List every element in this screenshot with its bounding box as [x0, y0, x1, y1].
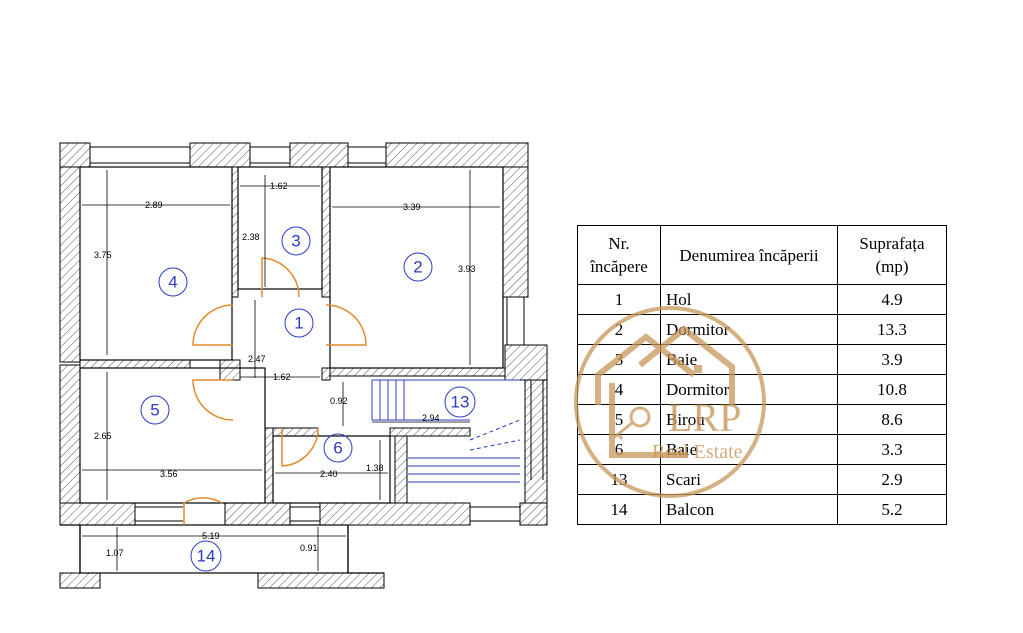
dim-balcony-right: 0.91 [300, 543, 318, 553]
dim-r4-width: 2.89 [145, 200, 163, 210]
dim-hall-small: 0.92 [330, 396, 348, 406]
window-icon [694, 365, 702, 373]
stairs [371, 379, 521, 483]
cell-name: Dormitor [660, 374, 838, 405]
doors [183, 257, 367, 525]
cell-area: 2.9 [837, 464, 947, 495]
dimension-labels: 2.89 3.75 1.62 2.38 3.39 3.93 2.47 1.62 … [94, 181, 476, 558]
cell-nr: 5 [577, 404, 661, 435]
dimension-lines [82, 170, 500, 571]
header-nr: Nr. încăpere [577, 225, 661, 285]
cell-area: 5.2 [837, 494, 947, 525]
room-3-label: 3 [291, 232, 300, 251]
room-2-label: 2 [413, 258, 422, 277]
room-4-label: 4 [168, 273, 177, 292]
dim-r6-width: 2.40 [320, 469, 338, 479]
dim-stairs-width: 2.94 [422, 413, 440, 423]
house-icon [595, 325, 735, 458]
dim-r6-height: 1.38 [366, 463, 384, 473]
room-outlines [60, 166, 504, 574]
room-14-label: 14 [197, 547, 216, 566]
room-5-label: 5 [150, 401, 159, 420]
dim-balcony-width: 5.19 [202, 531, 220, 541]
header-name: Denumirea încăperii [660, 225, 838, 285]
windows [90, 146, 544, 522]
cell-area: 10.8 [837, 374, 947, 405]
key-icon [611, 406, 651, 441]
header-area-line2: (mp) [875, 257, 909, 276]
cell-area: 4.9 [837, 284, 947, 315]
cell-area: 13.3 [837, 314, 947, 345]
dim-balcony-left: 1.07 [106, 548, 124, 558]
room-number-labels: 1 2 3 4 5 6 13 14 [150, 232, 469, 566]
dim-hall-height: 2.47 [248, 354, 266, 364]
dim-r2-width: 3.39 [403, 202, 421, 212]
cell-name: Balcon [660, 494, 838, 525]
room-6-label: 6 [333, 439, 342, 458]
cell-area: 3.9 [837, 344, 947, 375]
floor-plan: 2.89 3.75 1.62 2.38 3.39 3.93 2.47 1.62 … [59, 142, 548, 589]
watermark-tagline: Real Estate [652, 441, 743, 463]
watermark-initials: LRP [668, 395, 741, 440]
dim-r4-height: 3.75 [94, 250, 112, 260]
cell-nr: 14 [577, 494, 661, 525]
cell-area: 3.3 [837, 434, 947, 465]
dim-r5-width: 3.56 [160, 469, 178, 479]
dim-r3-height: 2.38 [242, 232, 260, 242]
dim-hall-width: 1.62 [273, 372, 291, 382]
header-area-line1: Suprafața [859, 234, 925, 253]
room-numbers [140, 226, 476, 572]
watermark-ring [574, 306, 766, 498]
dim-r2-height: 3.93 [458, 264, 476, 274]
walls [59, 142, 548, 589]
header-area: Suprafața (mp) [837, 225, 947, 285]
legend-header-row: Nr. încăpere Denumirea încăperii Suprafa… [577, 225, 947, 285]
dim-r3-width: 1.62 [270, 181, 288, 191]
room-1-label: 1 [294, 314, 303, 333]
header-nr-line1: Nr. [608, 234, 630, 253]
cell-area: 8.6 [837, 404, 947, 435]
room-13-label: 13 [451, 393, 470, 412]
dim-r5-height: 2.65 [94, 431, 112, 441]
header-nr-line2: încăpere [590, 257, 648, 276]
watermark-logo: LRP Real Estate [574, 306, 766, 498]
